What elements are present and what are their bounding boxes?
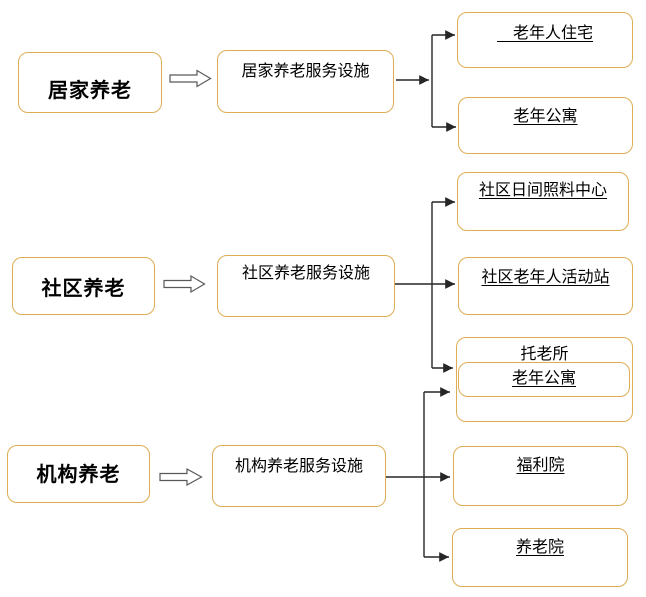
node-senior-apartment-institution-label: 老年公寓 — [511, 370, 576, 387]
node-community-facility: 社区养老服务设施 — [217, 255, 395, 317]
node-welfare-home-label: 福利院 — [516, 457, 565, 474]
node-community-daycare-center-label: 社区日间照料中心 — [478, 182, 607, 199]
node-community-activity-station-label: 社区老年人活动站 — [481, 269, 610, 286]
connectors-community — [395, 197, 455, 373]
block-arrows — [159, 69, 212, 487]
node-community-activity-station: 社区老年人活动站 — [458, 257, 633, 315]
node-welfare-home: 福利院 — [453, 446, 628, 506]
connectors-institution — [386, 387, 450, 562]
node-senior-apartment-home-label: 老年公寓 — [513, 108, 578, 125]
node-community-daycare-center: 社区日间照料中心 — [457, 172, 629, 231]
node-senior-housing-label: 老年人住宅 — [496, 25, 593, 42]
node-institution-care: 机构养老 — [7, 445, 150, 503]
node-nursing-home: 养老院 — [452, 528, 628, 587]
node-community-care: 社区养老 — [12, 257, 155, 315]
node-home-care-label: 居家养老 — [48, 80, 132, 102]
node-home-facility: 居家养老服务设施 — [217, 50, 394, 113]
node-nursery-home-label: 托老所 — [520, 346, 569, 363]
node-senior-apartment-institution: 老年公寓 — [458, 362, 630, 397]
node-community-facility-label: 社区养老服务设施 — [241, 265, 370, 282]
node-nursing-home-label: 养老院 — [515, 539, 564, 556]
node-institution-facility: 机构养老服务设施 — [212, 445, 386, 507]
node-community-care-label: 社区养老 — [41, 278, 126, 300]
node-senior-housing: 老年人住宅 — [457, 12, 633, 68]
block-arrow-home-icon — [169, 69, 212, 88]
block-arrow-community-icon — [163, 274, 206, 294]
node-home-care: 居家养老 — [18, 52, 162, 113]
block-arrow-institution-icon — [159, 467, 203, 487]
node-institution-care-label: 机构养老 — [36, 464, 121, 486]
node-senior-apartment-home: 老年公寓 — [458, 97, 633, 154]
connectors-home — [396, 30, 456, 132]
node-home-facility-label: 居家养老服务设施 — [241, 63, 370, 80]
node-institution-facility-label: 机构养老服务设施 — [234, 458, 363, 475]
